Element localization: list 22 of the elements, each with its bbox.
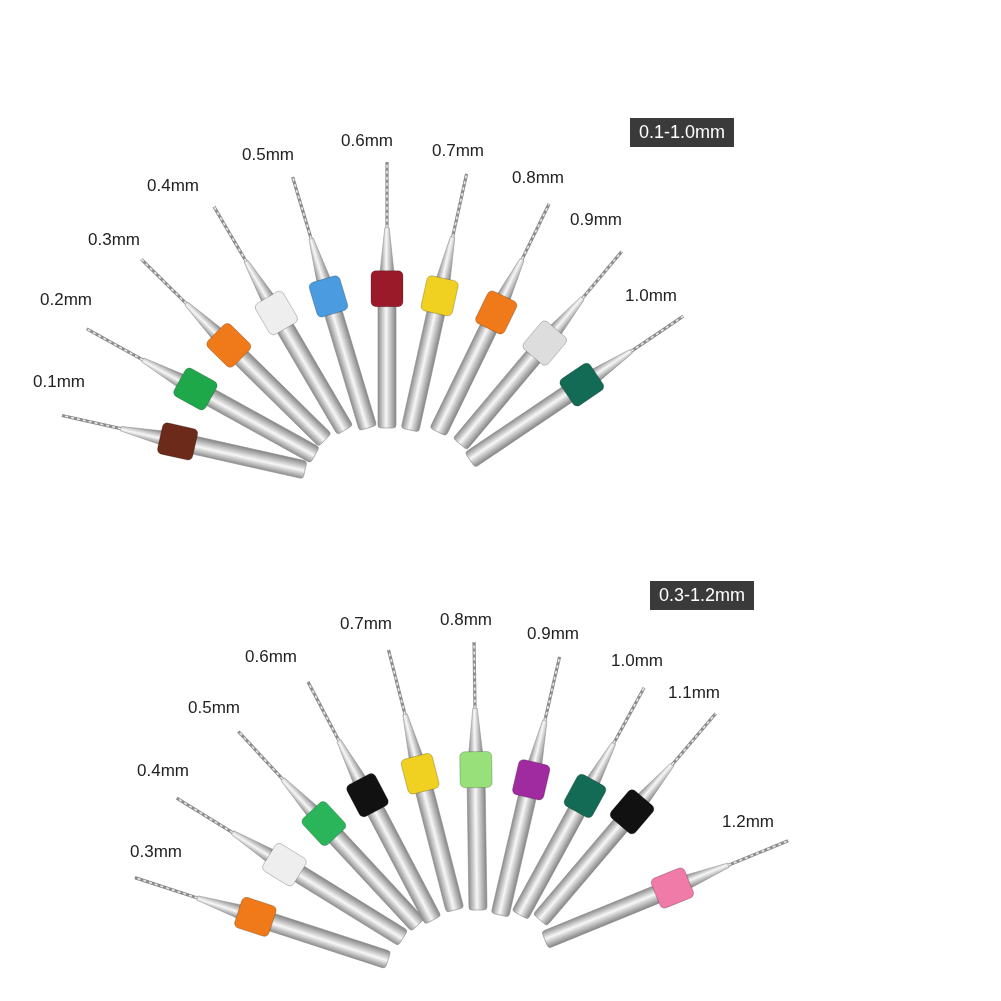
drill-size-label: 0.3mm bbox=[88, 230, 140, 250]
drill-size-label: 0.9mm bbox=[570, 210, 622, 230]
size-range-tag: 0.3-1.2mm bbox=[650, 581, 755, 610]
drill-size-label: 1.0mm bbox=[625, 286, 677, 306]
drill-size-label: 1.0mm bbox=[611, 651, 663, 671]
drill-size-label: 0.1mm bbox=[33, 372, 85, 392]
drill-size-label: 0.9mm bbox=[527, 624, 579, 644]
drill-size-label: 0.5mm bbox=[242, 145, 294, 165]
size-range-tag: 0.1-1.0mm bbox=[630, 118, 735, 147]
drill-size-label: 0.7mm bbox=[432, 141, 484, 161]
drill-size-label: 0.3mm bbox=[130, 842, 182, 862]
drill-size-label: 0.7mm bbox=[340, 614, 392, 634]
drill-size-label: 1.1mm bbox=[668, 683, 720, 703]
drill-size-label: 0.5mm bbox=[188, 698, 240, 718]
drill-size-label: 0.4mm bbox=[137, 761, 189, 781]
drill-size-label: 0.6mm bbox=[341, 131, 393, 151]
drill-size-label: 1.2mm bbox=[722, 812, 774, 832]
drill-size-label: 0.6mm bbox=[245, 647, 297, 667]
drill-size-label: 0.2mm bbox=[40, 290, 92, 310]
drill-size-label: 0.4mm bbox=[147, 176, 199, 196]
drill-size-label: 0.8mm bbox=[512, 168, 564, 188]
drill-size-label: 0.8mm bbox=[440, 610, 492, 630]
